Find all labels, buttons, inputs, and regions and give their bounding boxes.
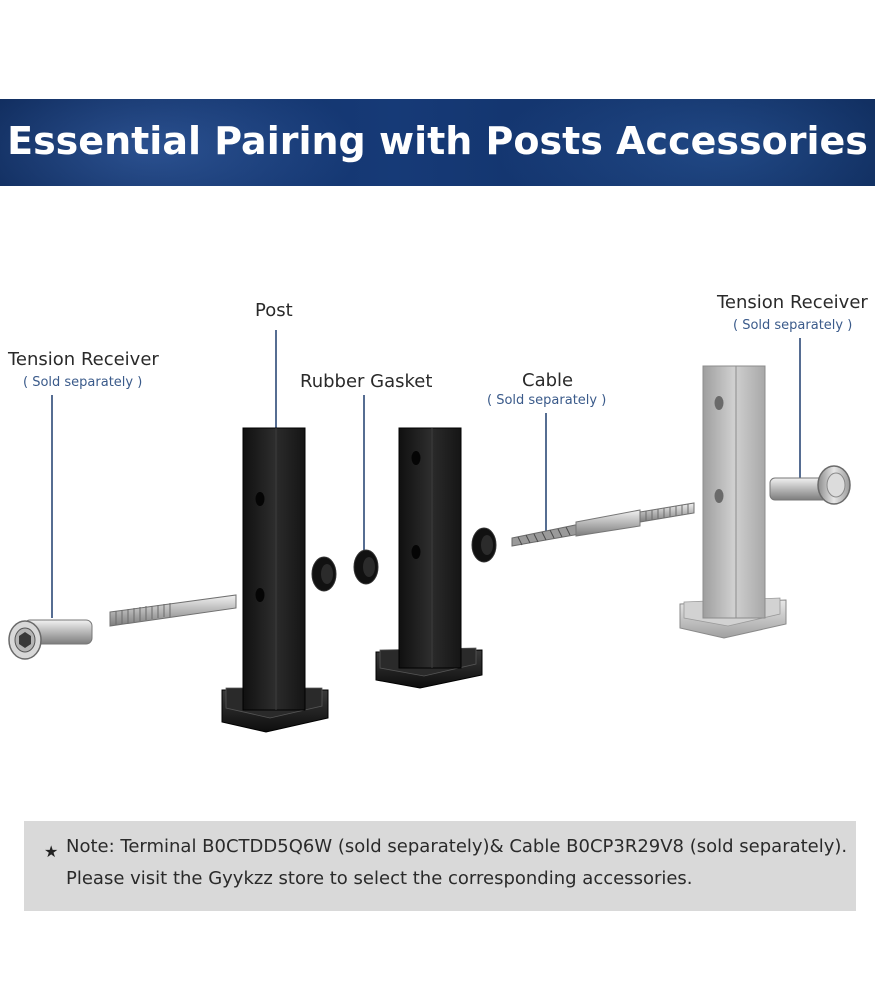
rubber-gasket-3	[471, 527, 497, 563]
product-illustration	[8, 330, 851, 733]
silver-post-right	[679, 365, 787, 639]
label-tension-receiver-right: Tension Receiver	[717, 292, 868, 313]
label-cable: Cable	[522, 370, 574, 391]
black-post-center	[375, 427, 483, 689]
tension-receiver-right	[769, 465, 851, 505]
black-post-left	[221, 427, 329, 733]
rubber-gasket-1	[311, 556, 337, 592]
label-post: Post	[255, 300, 293, 321]
sublabel-tension-receiver-left: ( Sold separately )	[23, 375, 143, 390]
note-line-2: Please visit the Gyykzz store to select …	[66, 868, 693, 889]
note-line-1: Note: Terminal B0CTDD5Q6W (sold separate…	[66, 836, 848, 857]
banner-title: Essential Pairing with Posts Accessories	[7, 119, 868, 163]
rubber-gasket-2	[353, 549, 379, 585]
note-box: ★ Note: Terminal B0CTDD5Q6W (sold separa…	[24, 821, 856, 911]
sublabel-tension-receiver-right: ( Sold separately )	[733, 318, 853, 333]
label-rubber-gasket: Rubber Gasket	[300, 371, 433, 392]
cable-terminal	[511, 502, 695, 547]
header-banner: Essential Pairing with Posts Accessories	[0, 99, 875, 186]
threaded-stud-left	[109, 594, 237, 627]
star-icon: ★	[44, 842, 59, 861]
label-tension-receiver-left: Tension Receiver	[8, 349, 159, 370]
sublabel-cable: ( Sold separately )	[487, 393, 607, 408]
tension-receiver-left	[8, 619, 93, 660]
